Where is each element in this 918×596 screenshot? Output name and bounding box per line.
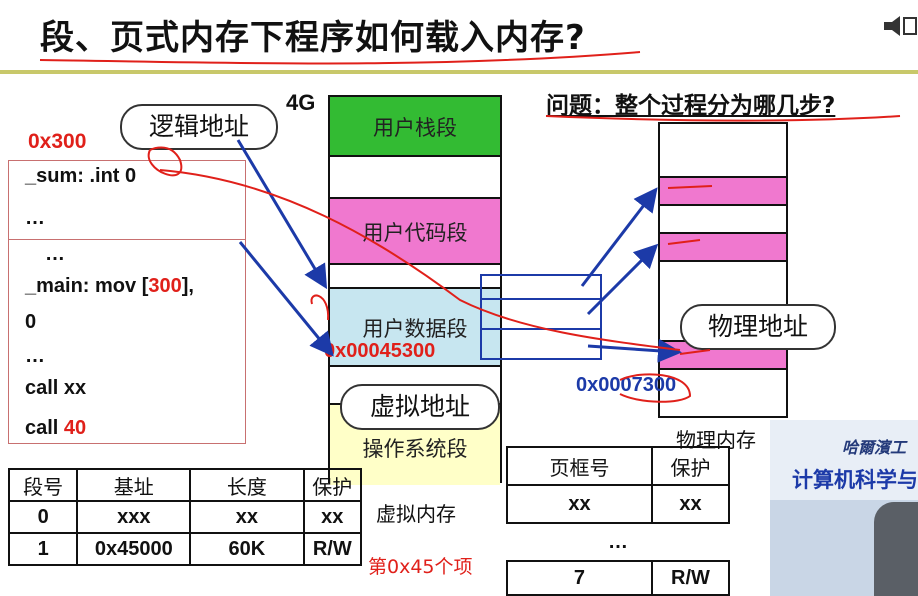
webcam-person xyxy=(874,502,918,596)
arrow-page-to-frame xyxy=(587,338,682,363)
virtual-address-value: 0x00045300 xyxy=(324,340,436,362)
segment-label: 用户栈段 xyxy=(373,116,457,140)
code-text: _main: mov [ xyxy=(25,275,149,297)
table-header: 基址 xyxy=(76,468,192,502)
slide-title: 段、页式内存下程序如何载入内存? xyxy=(40,18,586,58)
table-cell: 60K xyxy=(189,532,305,566)
table-row: … xyxy=(507,522,729,562)
segment-user-stack: 用户栈段 xyxy=(330,97,500,157)
underline-annotation xyxy=(545,115,901,122)
table-row: 0 xxx xx xx xyxy=(7,500,363,534)
arrow-page-to-frame xyxy=(580,187,658,287)
table-header: 保护 xyxy=(302,468,363,502)
table-row: xx xx xyxy=(506,484,731,524)
virtual-memory-caption: 虚拟内存 xyxy=(376,502,456,526)
table-header: 页框号 xyxy=(506,446,653,486)
code-line-sum: _sum: .int 0 xyxy=(25,165,137,187)
handwritten-arrows xyxy=(667,185,713,355)
page-entry-divider xyxy=(482,298,600,300)
webcam-banner xyxy=(770,420,918,500)
webcam-banner-line2: 计算机科学与 xyxy=(792,468,918,492)
table-cell: xx xyxy=(189,500,305,534)
table-cell: 7 xyxy=(506,560,653,596)
arrow-page-to-frame xyxy=(586,243,659,316)
table-cell: 0 xyxy=(7,500,79,534)
code-line-zero: 0 xyxy=(25,311,37,333)
table-cell: 1 xyxy=(7,532,79,566)
code-line-ellipsis: … xyxy=(25,345,45,367)
table-cell: xxx xyxy=(76,500,192,534)
table-row: 1 0x45000 60K R/W xyxy=(7,532,363,566)
segment-label: 用户代码段 xyxy=(362,221,468,245)
code-line-call-40: call 40 xyxy=(25,417,86,440)
table-cell: R/W xyxy=(650,560,731,596)
program-code-box: _sum: .int 0 … … _main: mov [300], 0 … c… xyxy=(8,160,246,444)
physical-memory-column xyxy=(658,122,788,418)
webcam-banner-line1: 哈爾濱工 xyxy=(842,438,907,457)
code-line-mov: _main: mov [300], xyxy=(25,275,194,298)
page-table-header: 页框号 保护 xyxy=(506,446,731,486)
page-table-entries xyxy=(480,274,602,360)
code-line-call-xx: call xx xyxy=(25,377,87,399)
table-cell: 0x45000 xyxy=(76,532,192,566)
code-line-ellipsis: … xyxy=(25,207,45,229)
segment-label: 操作系统段 xyxy=(362,437,468,461)
code-line-ellipsis: … xyxy=(45,243,65,265)
code-text: call xyxy=(25,417,64,439)
page-entry-divider xyxy=(482,328,600,330)
page-table: 页框号 保护 xx xx … 7 R/W xyxy=(506,446,731,596)
table-header: 长度 xyxy=(189,468,305,502)
table-cell: xx xyxy=(650,484,731,524)
virtual-address-callout: 虚拟地址 xyxy=(340,384,500,430)
handwritten-circle xyxy=(147,146,183,177)
webcam-overlay: 哈爾濱工 计算机科学与 xyxy=(770,420,918,596)
physical-frame-pink xyxy=(660,176,786,206)
speaker-icon[interactable] xyxy=(882,14,918,38)
code-text: ], xyxy=(181,275,194,297)
code-address-300: 300 xyxy=(148,275,182,297)
table-header: 段号 xyxy=(7,468,79,502)
physical-frame-pink xyxy=(660,232,786,262)
table-ellipsis: … xyxy=(507,522,729,562)
handwritten-stroke xyxy=(159,169,681,351)
segment-user-code: 用户代码段 xyxy=(330,197,500,265)
page-entry-note: 第0x45个项 xyxy=(368,556,473,578)
table-cell: xx xyxy=(506,484,653,524)
segment-table-header: 段号 基址 长度 保护 xyxy=(7,468,363,502)
arrow-code-to-data xyxy=(238,241,334,357)
segment-user-data: 用户数据段 xyxy=(330,287,500,367)
table-cell: R/W xyxy=(302,532,363,566)
table-header: 保护 xyxy=(650,446,731,486)
underline-annotation xyxy=(39,51,641,65)
title-divider xyxy=(0,70,918,74)
question-text: 问题：整个过程分为哪几步? xyxy=(546,93,836,119)
table-row: 7 R/W xyxy=(506,560,731,596)
handwritten-mark xyxy=(310,294,330,321)
code-divider xyxy=(9,239,245,240)
handwritten-circle xyxy=(619,373,692,403)
table-cell: xx xyxy=(302,500,363,534)
segment-table: 段号 基址 长度 保护 0 xxx xx xx 1 0x45000 60K R/… xyxy=(7,468,363,566)
code-address-40: 40 xyxy=(63,417,87,439)
virtual-top-label: 4G xyxy=(286,90,316,115)
segment-label: 用户数据段 xyxy=(362,317,468,341)
logical-address-callout: 逻辑地址 xyxy=(120,104,278,150)
logical-address-value: 0x300 xyxy=(28,130,87,153)
physical-address-callout: 物理地址 xyxy=(680,304,836,350)
arrow-logical-to-segment xyxy=(236,139,328,290)
physical-address-value: 0x0007300 xyxy=(576,374,677,396)
